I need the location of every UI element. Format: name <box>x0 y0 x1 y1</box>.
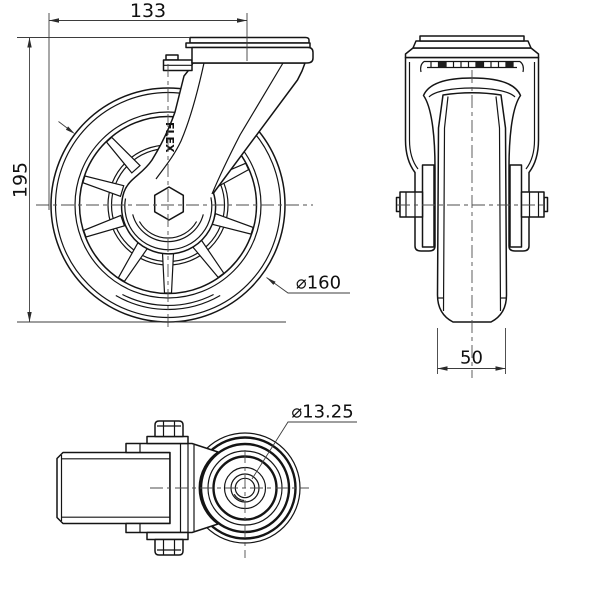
axle-nut-right <box>520 191 545 218</box>
dimension-50: 50 <box>437 328 506 374</box>
tread-pointer-arrow <box>58 121 75 134</box>
ball-bearing-strip <box>420 60 524 73</box>
arrowhead-left <box>437 366 448 371</box>
dim-label-offset-width: 133 <box>130 0 166 22</box>
side-top-plate <box>162 36 314 72</box>
mounting-plate <box>191 46 314 64</box>
arrowhead-right <box>237 18 247 23</box>
centerlines <box>36 64 547 558</box>
leader-arrowhead <box>266 277 276 285</box>
fork-body <box>120 62 306 255</box>
arrowhead-bottom <box>27 312 32 322</box>
dimension-bolt-hole: ⌀13.25 <box>251 402 357 480</box>
axle-hex-nut <box>153 186 185 221</box>
dim-label-wheel-width: 50 <box>460 348 483 369</box>
axle-nut-bottom <box>154 538 184 556</box>
bottom-view <box>56 420 301 556</box>
arrowhead-right <box>495 366 506 371</box>
thread-mark <box>233 493 244 502</box>
axle-washer-right <box>509 164 523 248</box>
axle-nut-top <box>154 420 184 438</box>
dimension-195: 195 <box>10 37 286 323</box>
dim-label-bolt-hole-diameter: ⌀13.25 <box>291 402 353 423</box>
dim-label-overall-height: 195 <box>10 162 32 198</box>
side-fork: FLEX <box>120 62 306 255</box>
dim-label-wheel-diameter: ⌀160 <box>296 273 341 294</box>
brand-logo: FLEX <box>163 122 176 153</box>
pointer-arrowhead <box>65 126 75 134</box>
dimension-133: 133 <box>48 0 248 210</box>
arrowhead-top <box>27 37 32 48</box>
arrowhead-left <box>49 18 59 23</box>
front-top-plate <box>404 35 540 59</box>
bottom-wheel <box>56 451 171 525</box>
bottom-fork-bracket <box>125 420 219 556</box>
front-axle <box>395 164 549 248</box>
axle-washer-left <box>421 164 435 248</box>
axle-bolt-head-left <box>399 191 424 218</box>
side-view: FLEX <box>50 36 314 323</box>
dimension-wheel-diameter: ⌀160 <box>266 273 350 294</box>
front-swivel-housing <box>404 56 540 252</box>
